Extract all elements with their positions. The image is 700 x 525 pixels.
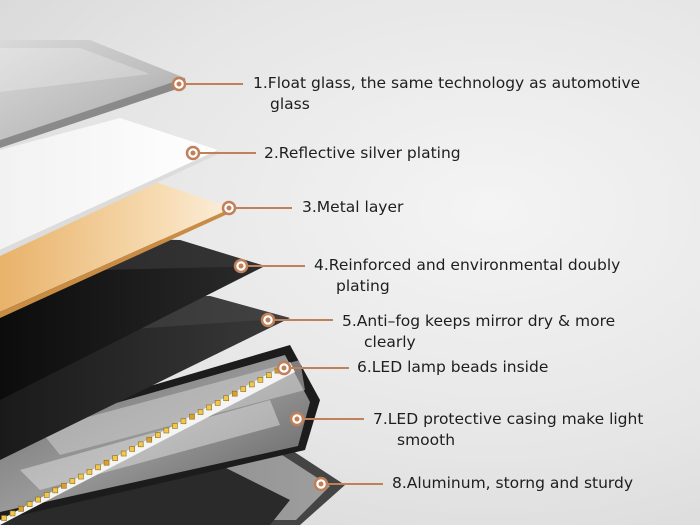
led-bead bbox=[172, 423, 178, 429]
callout-layer-3: 3.Metal layer bbox=[302, 197, 403, 218]
callout-layer-7-line2: smooth bbox=[397, 431, 456, 449]
callout-layer-8: 8.Aluminum, storng and sturdy bbox=[392, 473, 633, 494]
led-bead bbox=[240, 386, 247, 392]
callout-layer-4-line2: plating bbox=[336, 277, 390, 295]
callout-layer-4: 4.Reinforced and environmental doubly pl… bbox=[314, 255, 620, 297]
callout-layer-5: 5.Anti–fog keeps mirror dry & more clear… bbox=[342, 311, 615, 353]
led-bead bbox=[120, 450, 127, 457]
led-bead bbox=[155, 432, 161, 438]
led-bead bbox=[52, 487, 59, 494]
led-bead bbox=[137, 441, 144, 448]
callout-layer-6: 6.LED lamp beads inside bbox=[357, 357, 548, 378]
led-bead bbox=[266, 372, 272, 379]
callout-layer-7: 7.LED protective casing make light smoot… bbox=[373, 409, 643, 451]
layer-float-glass bbox=[0, 40, 186, 148]
led-bead bbox=[35, 496, 41, 503]
leader-dot-core-2 bbox=[190, 150, 196, 156]
callout-layer-5-line2: clearly bbox=[364, 333, 416, 351]
callout-layer-2-line1: 2.Reflective silver plating bbox=[264, 144, 461, 162]
leader-dot-core-1 bbox=[176, 81, 182, 87]
callout-layer-4-line1: 4.Reinforced and environmental doubly bbox=[314, 256, 621, 274]
led-bead bbox=[43, 492, 50, 498]
led-bead bbox=[95, 464, 101, 471]
layer-silver-plating bbox=[0, 118, 218, 256]
led-bead bbox=[9, 510, 16, 517]
led-bead bbox=[257, 377, 264, 383]
leader-dot-core-6 bbox=[281, 365, 287, 371]
leader-dot-core-4 bbox=[238, 263, 244, 269]
led-bead bbox=[112, 455, 118, 461]
leader-dot-core-7 bbox=[294, 416, 300, 422]
callout-layer-1: 1.Float glass, the same technology as au… bbox=[253, 73, 640, 115]
led-bead bbox=[249, 381, 255, 388]
callout-layer-6-line1: 6.LED lamp beads inside bbox=[357, 358, 549, 376]
callout-layer-7-line1: 7.LED protective casing make light bbox=[373, 410, 644, 428]
led-bead bbox=[180, 418, 187, 425]
callout-layer-3-line1: 3.Metal layer bbox=[302, 198, 404, 216]
callout-layer-1-line2: glass bbox=[270, 95, 310, 113]
led-bead bbox=[163, 427, 170, 434]
led-bead bbox=[103, 459, 110, 466]
led-bead bbox=[214, 400, 221, 406]
led-bead bbox=[223, 395, 229, 402]
leader-dot-core-5 bbox=[265, 317, 271, 323]
led-bead bbox=[129, 446, 135, 452]
led-bead bbox=[197, 409, 204, 415]
led-bead bbox=[189, 413, 195, 420]
callout-layer-5-line1: 5.Anti–fog keeps mirror dry & more bbox=[342, 312, 616, 330]
callout-layer-2: 2.Reflective silver plating bbox=[264, 143, 461, 164]
led-bead bbox=[18, 505, 24, 512]
led-bead bbox=[61, 482, 67, 489]
led-bead bbox=[26, 501, 33, 507]
led-bead bbox=[1, 515, 7, 521]
leader-dot-core-8 bbox=[318, 481, 324, 487]
led-bead bbox=[69, 478, 76, 484]
led-bead bbox=[231, 390, 238, 397]
callout-layer-8-line1: 8.Aluminum, storng and sturdy bbox=[392, 474, 634, 492]
led-bead bbox=[86, 469, 93, 475]
callout-leaders bbox=[171, 76, 383, 492]
led-bead bbox=[206, 404, 212, 411]
callout-layer-1-line1: 1.Float glass, the same technology as au… bbox=[253, 74, 641, 92]
led-bead bbox=[78, 473, 84, 480]
led-bead bbox=[146, 436, 153, 443]
leader-dot-core-3 bbox=[226, 205, 232, 211]
